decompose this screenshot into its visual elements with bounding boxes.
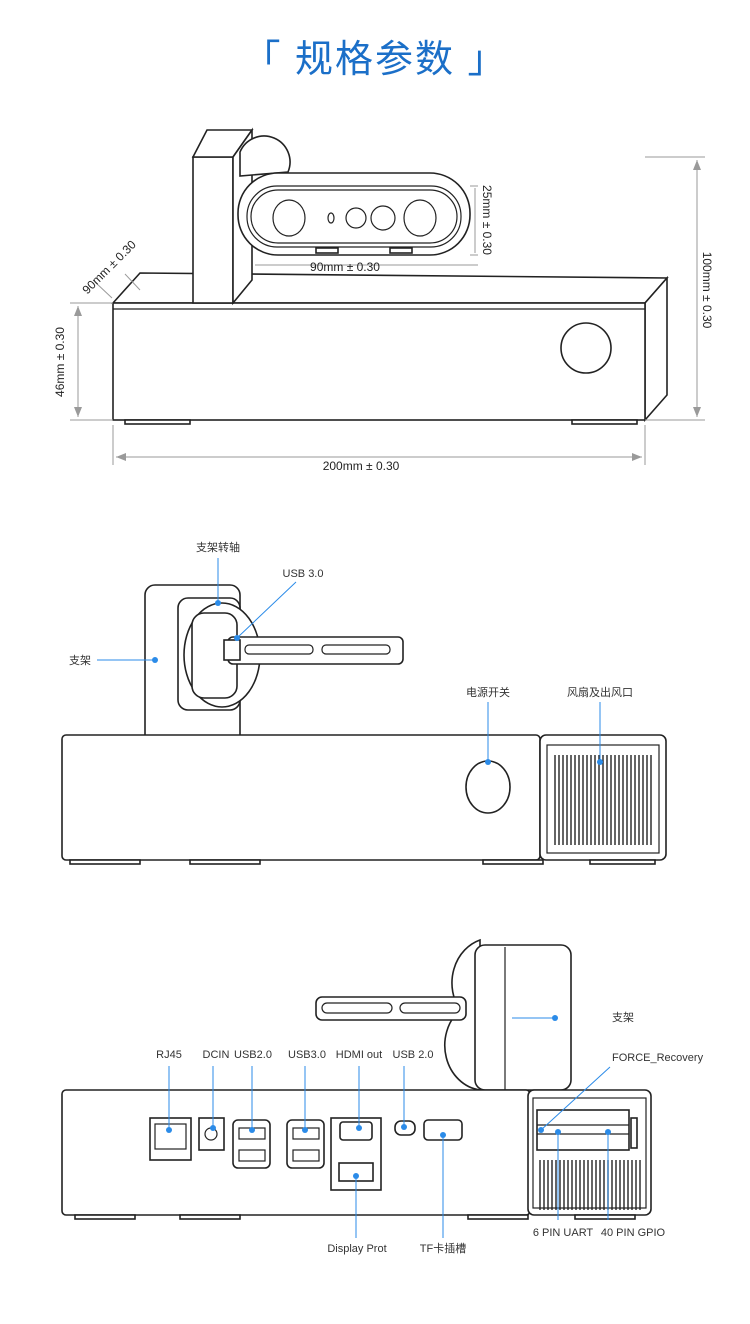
label-bracket: 支架 [69,654,91,667]
hdmi-port-icon [339,1121,373,1141]
label-usb20: USB2.0 [234,1049,272,1061]
camera-width-label: 90mm ± 0.30 [310,260,380,274]
label-dcin: DCIN [203,1049,230,1061]
label-bracket-rear: 支架 [612,1011,634,1024]
label-rj45: RJ45 [156,1049,182,1061]
label-usb30-rear: USB3.0 [288,1049,326,1061]
label-power-switch: 电源开关 [466,685,510,699]
power-switch-icon [465,760,511,814]
label-fan-vent: 风扇及出风口 [567,685,633,699]
label-usb30: USB 3.0 [283,568,324,580]
total-height-label: 100mm ± 0.30 [700,252,714,329]
label-uart: 6 PIN UART [533,1227,594,1239]
label-force-recovery: FORCE_Recovery [612,1052,704,1064]
label-gpio: 40 PIN GPIO [601,1227,666,1239]
label-tf-slot: TF卡插槽 [420,1241,466,1255]
rj45-port-icon [149,1117,192,1161]
dcin-port-icon [198,1117,225,1151]
side-view: 支架转轴 USB 3.0 支架 电源开关 风扇及出风口 [61,540,667,865]
label-bracket-hinge: 支架转轴 [196,540,240,554]
dimension-view: 90mm ± 0.30 25mm ± 0.30 100mm ± 0.30 46m… [53,127,714,473]
page-title: 「 规格参数 」 [242,39,507,81]
rear-view: 支架 RJ45 DCIN USB2.0 USB3.0 HDMI out USB … [61,938,704,1255]
camera-height-label: 25mm ± 0.30 [480,185,494,255]
gpio-header-icon [536,1109,630,1151]
label-hdmi: HDMI out [336,1049,382,1061]
label-usb20-b: USB 2.0 [393,1049,434,1061]
box-height-label: 46mm ± 0.30 [53,327,67,397]
power-button-icon [560,322,612,374]
box-width-label: 200mm ± 0.30 [323,459,400,473]
fan-vent-icon [554,755,652,845]
label-display-port: Display Prot [327,1243,386,1255]
